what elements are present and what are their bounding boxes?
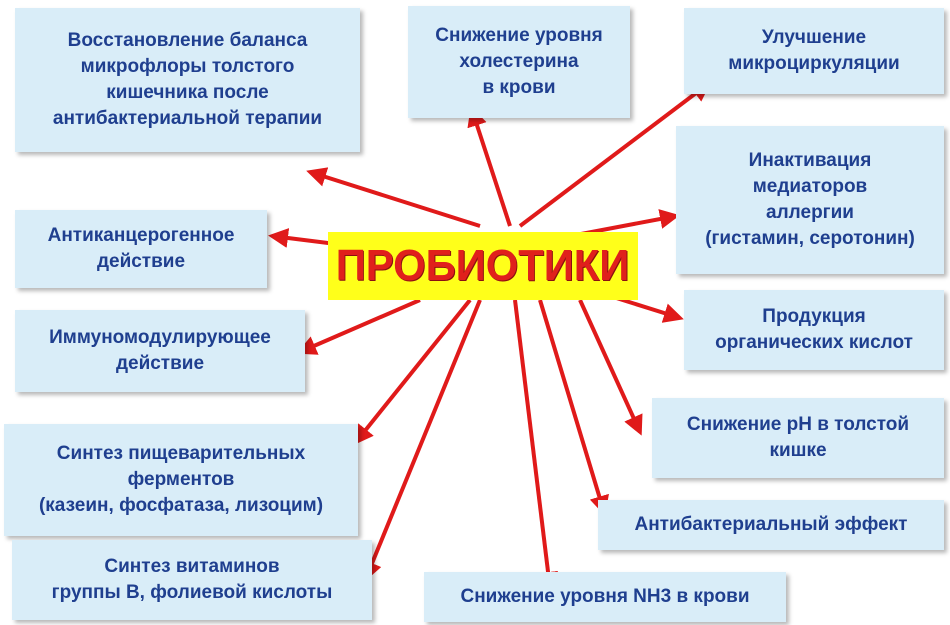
arrow-to-immuno <box>296 298 421 355</box>
arrow-to-microflora <box>306 167 481 228</box>
effect-label: Восстановление баланса микрофлоры толсто… <box>52 30 323 129</box>
effect-label: Продукция органических кислот <box>715 306 913 353</box>
effect-label: Инактивация медиаторов аллергии (гистами… <box>705 150 915 249</box>
center-label: ПРОБИОТИКИ <box>336 241 630 290</box>
effect-label: Антиканцерогенное действие <box>47 225 235 272</box>
effect-microcirculation: Улучшение микроциркуляции <box>684 8 944 94</box>
effect-label: Синтез пищеварительных ферментов (казеин… <box>38 443 324 516</box>
effect-antibacterial: Антибактериальный эффект <box>598 500 944 550</box>
effect-nh3: Снижение уровня NH3 в крови <box>424 572 786 622</box>
center-node: ПРОБИОТИКИ <box>328 232 638 300</box>
effect-label: Снижение уровня холестерина в крови <box>435 25 603 98</box>
effect-enzymes: Синтез пищеварительных ферментов (казеин… <box>4 424 358 536</box>
arrow-to-microcirculation <box>518 81 712 228</box>
arrow-to-nh3 <box>513 299 558 592</box>
arrow-to-enzymes <box>353 298 472 446</box>
effect-label: Синтез витаминов группы В, фолиевой кисл… <box>51 556 333 603</box>
arrow-to-ph <box>578 299 643 436</box>
effect-label: Иммуномодулирующее действие <box>49 327 271 374</box>
effect-label: Снижение уровня NH3 в крови <box>460 586 750 607</box>
effect-organic-acids: Продукция органических кислот <box>684 290 944 370</box>
effect-microflora: Восстановление баланса микрофлоры толсто… <box>15 8 360 152</box>
arrow-to-cholesterol <box>467 106 512 227</box>
arrow-to-antibacterial <box>538 299 609 516</box>
effect-anticancer: Антиканцерогенное действие <box>15 210 267 288</box>
effect-immuno: Иммуномодулирующее действие <box>15 310 305 392</box>
effect-label: Улучшение микроциркуляции <box>728 27 900 74</box>
effect-allergy: Инактивация медиаторов аллергии (гистами… <box>676 126 944 274</box>
arrow-to-vitamins <box>362 299 482 582</box>
effect-label: Антибактериальный эффект <box>634 514 908 535</box>
effect-ph: Снижение рН в толстой кишке <box>652 398 944 478</box>
effect-vitamins: Синтез витаминов группы В, фолиевой кисл… <box>12 540 372 620</box>
effect-cholesterol: Снижение уровня холестерина в крови <box>408 6 630 118</box>
effect-label: Снижение рН в толстой кишке <box>686 414 910 461</box>
